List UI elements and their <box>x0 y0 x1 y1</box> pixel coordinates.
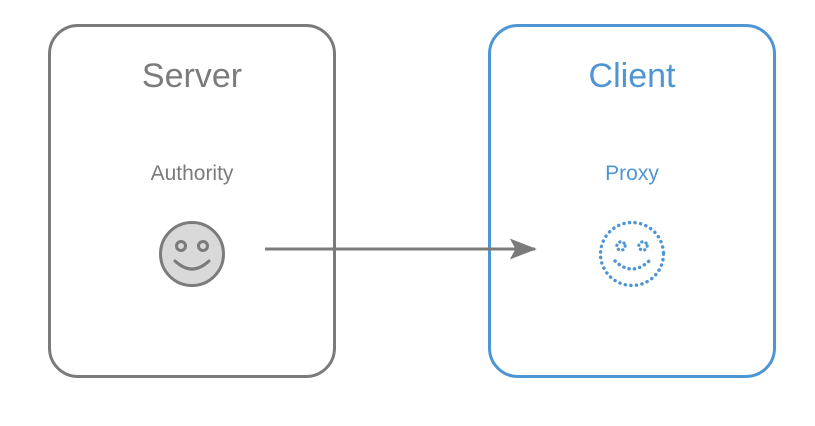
server-node-box[interactable]: Server Authority <box>48 24 336 378</box>
server-title: Server <box>141 57 243 95</box>
client-node-box[interactable]: Client Proxy <box>488 24 776 378</box>
client-role-label: Proxy <box>605 162 659 185</box>
server-role-label: Authority <box>150 162 234 185</box>
client-title: Client <box>588 57 676 95</box>
smiley-face-filled-icon <box>158 220 226 288</box>
smiley-face-dotted-icon <box>598 220 666 288</box>
